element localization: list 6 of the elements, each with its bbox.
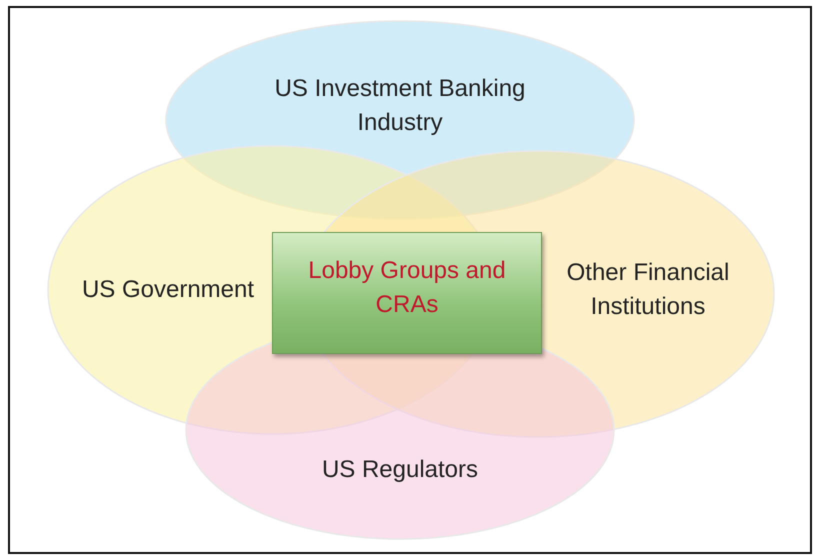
node-label: US Government [80,275,256,305]
node-label: US Investment Banking Industry [274,74,526,138]
node-label: Lobby Groups and CRAs [307,256,507,320]
center-box [272,232,542,354]
node-label: US Regulators [320,455,480,485]
node-label: Other Financial Institutions [566,258,730,322]
